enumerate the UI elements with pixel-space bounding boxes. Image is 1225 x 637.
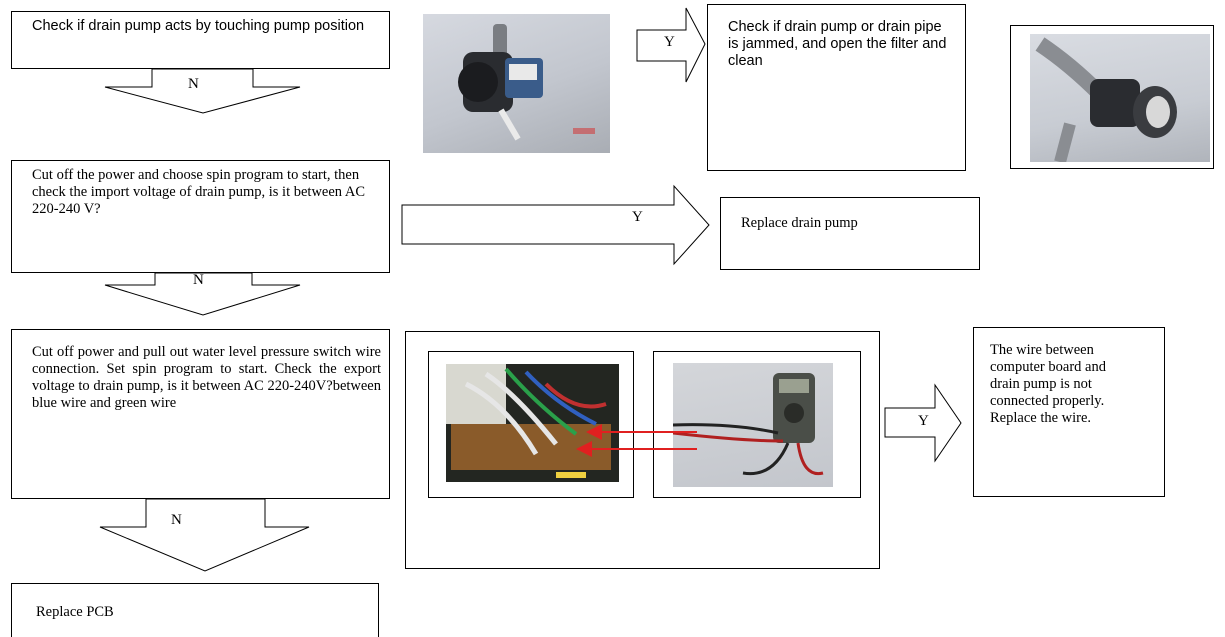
no-label-3: N bbox=[171, 512, 182, 528]
yes-label-3: Y bbox=[918, 413, 929, 429]
wire-connector-photo bbox=[446, 364, 619, 482]
step4-box: Replace PCB bbox=[11, 583, 379, 637]
step2-box: Cut off the power and choose spin progra… bbox=[11, 160, 390, 273]
step1-yes-text: Check if drain pump or drain pipe is jam… bbox=[728, 19, 947, 69]
multimeter-photo-frame bbox=[653, 351, 861, 498]
step1-box: Check if drain pump acts by touching pum… bbox=[11, 11, 390, 69]
step1-text: Check if drain pump acts by touching pum… bbox=[32, 18, 365, 34]
no-label-1: N bbox=[188, 76, 199, 92]
step4-text: Replace PCB bbox=[36, 604, 114, 620]
step3-box: Cut off power and pull out water level p… bbox=[11, 329, 390, 499]
down-arrow-2 bbox=[104, 272, 301, 316]
drain-filter-illustration bbox=[1035, 37, 1177, 162]
step2-text: Cut off the power and choose spin progra… bbox=[32, 167, 366, 217]
multimeter-photo bbox=[673, 363, 833, 487]
yes-label-1: Y bbox=[664, 34, 675, 50]
step3-text: Cut off power and pull out water level p… bbox=[32, 344, 381, 411]
no-label-2: N bbox=[193, 272, 204, 288]
down-arrow-3 bbox=[99, 498, 310, 572]
filter-photo-frame bbox=[1010, 25, 1214, 169]
step1-yes-box: Check if drain pump or drain pipe is jam… bbox=[707, 4, 966, 171]
right-arrow-3 bbox=[884, 383, 962, 463]
multimeter-illustration bbox=[673, 373, 824, 476]
step2-yes-text: Replace drain pump bbox=[741, 215, 858, 231]
drain-pump-photo bbox=[423, 14, 610, 153]
drain-filter-photo bbox=[1030, 34, 1210, 162]
down-arrow-1 bbox=[104, 68, 301, 114]
drain-pump-illustration bbox=[458, 24, 595, 141]
wire-connector-illustration bbox=[446, 364, 619, 482]
right-arrow-2 bbox=[401, 184, 710, 266]
step2-yes-box: Replace drain pump bbox=[720, 197, 980, 270]
step3-yes-text: The wire between computer board and drai… bbox=[990, 342, 1106, 426]
right-arrow-1 bbox=[636, 7, 706, 83]
yes-label-2: Y bbox=[632, 209, 643, 225]
step3-yes-box: The wire between computer board and drai… bbox=[973, 327, 1165, 497]
connector-photo-frame bbox=[428, 351, 634, 498]
